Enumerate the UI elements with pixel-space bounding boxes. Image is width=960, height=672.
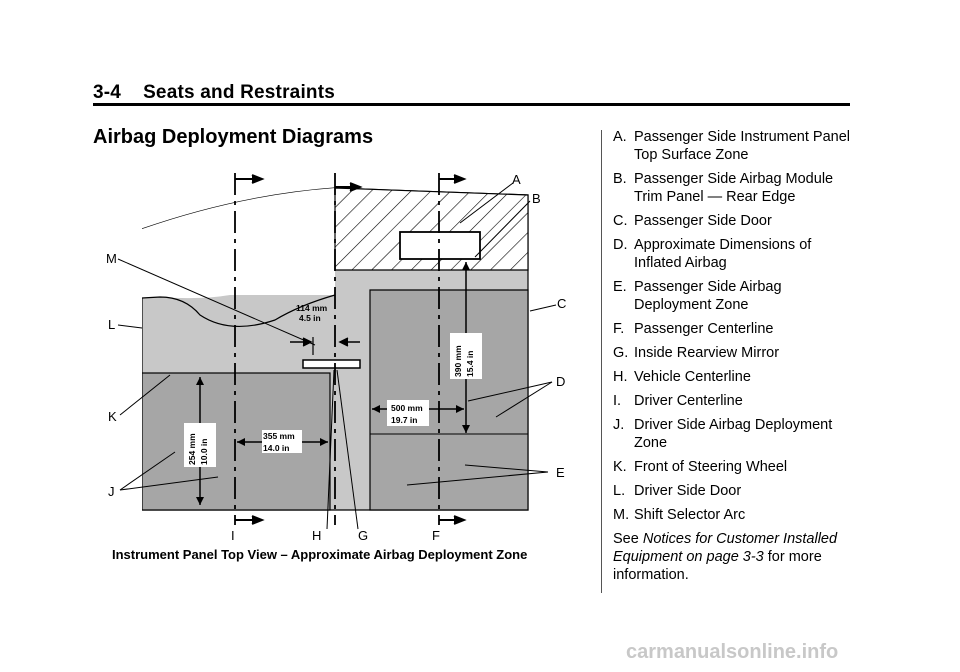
callout-j: J: [108, 484, 115, 499]
dim-390-in: 15.4 in: [465, 351, 475, 377]
legend-item: I.Driver Centerline: [613, 393, 743, 409]
dim-355-mm: 355 mm: [263, 431, 295, 441]
callout-c: C: [557, 296, 566, 311]
legend-item: K.Front of Steering Wheel: [613, 459, 788, 475]
callout-f: F: [432, 528, 440, 540]
diagram-caption: Instrument Panel Top View – Approximate …: [112, 547, 528, 562]
chapter-title: Seats and Restraints: [143, 82, 336, 103]
callout-d: D: [556, 374, 565, 389]
see-note-prefix: See: [613, 531, 639, 547]
callout-m: M: [106, 251, 117, 266]
legend-item: D.Approximate Dimensions of Inflated Air…: [613, 237, 812, 271]
dim-254-in: 10.0 in: [199, 439, 209, 465]
callout-h: H: [312, 528, 321, 540]
legend-item: B.Passenger Side Airbag Module Trim Pane…: [613, 171, 834, 205]
dim-254-mm: 254 mm: [187, 433, 197, 465]
shift-selector: [302, 359, 361, 369]
dim-500-in: 19.7 in: [391, 415, 417, 425]
dim-114-in: 4.5 in: [299, 313, 321, 323]
legend-item: H.Vehicle Centerline: [613, 369, 751, 385]
column-divider: [601, 130, 602, 593]
dim-355-in: 14.0 in: [263, 443, 289, 453]
callout-g: G: [358, 528, 368, 540]
section-title: Airbag Deployment Diagrams: [93, 126, 374, 148]
passenger-deployment-zone: [369, 289, 529, 511]
airbag-trim-panel: [399, 231, 481, 260]
legend-item: M.Shift Selector Arc: [613, 507, 746, 523]
airbag-deployment-diagram: 114 mm 4.5 in 355 mm 14.0 in 254 mm 10.0…: [100, 165, 566, 540]
legend-item: E.Passenger Side Airbag Deployment Zone: [613, 279, 782, 313]
legend-item: J.Driver Side Airbag Deployment Zone: [613, 417, 833, 451]
see-also-note: See Notices for Customer Installed Equip…: [613, 530, 853, 584]
see-note-link[interactable]: Notices for Customer Installed Equipment…: [613, 531, 838, 565]
callout-e: E: [556, 465, 565, 480]
legend-item: C.Passenger Side Door: [613, 213, 772, 229]
page-header: 3-4 Seats and Restraints: [93, 82, 335, 104]
callout-k: K: [108, 409, 117, 424]
legend-item: F.Passenger Centerline: [613, 321, 774, 337]
callout-b: B: [532, 191, 541, 206]
dim-390-mm: 390 mm: [453, 345, 463, 377]
legend-item: G.Inside Rearview Mirror: [613, 345, 780, 361]
watermark: carmanualsonline.info: [626, 641, 839, 663]
callout-i: I: [231, 528, 235, 540]
header-rule: [93, 103, 850, 106]
legend-item: L.Driver Side Door: [613, 483, 742, 499]
callout-a: A: [512, 172, 521, 187]
dim-114-mm: 114 mm: [296, 303, 328, 313]
callout-l: L: [108, 317, 115, 332]
legend-list: A.Passenger Side Instrument Panel Top Su…: [613, 128, 853, 584]
see-note-suffix: for more information.: [613, 549, 822, 583]
legend-item: A.Passenger Side Instrument Panel Top Su…: [613, 129, 851, 163]
page-number: 3-4: [93, 82, 122, 103]
dim-500-mm: 500 mm: [391, 403, 423, 413]
